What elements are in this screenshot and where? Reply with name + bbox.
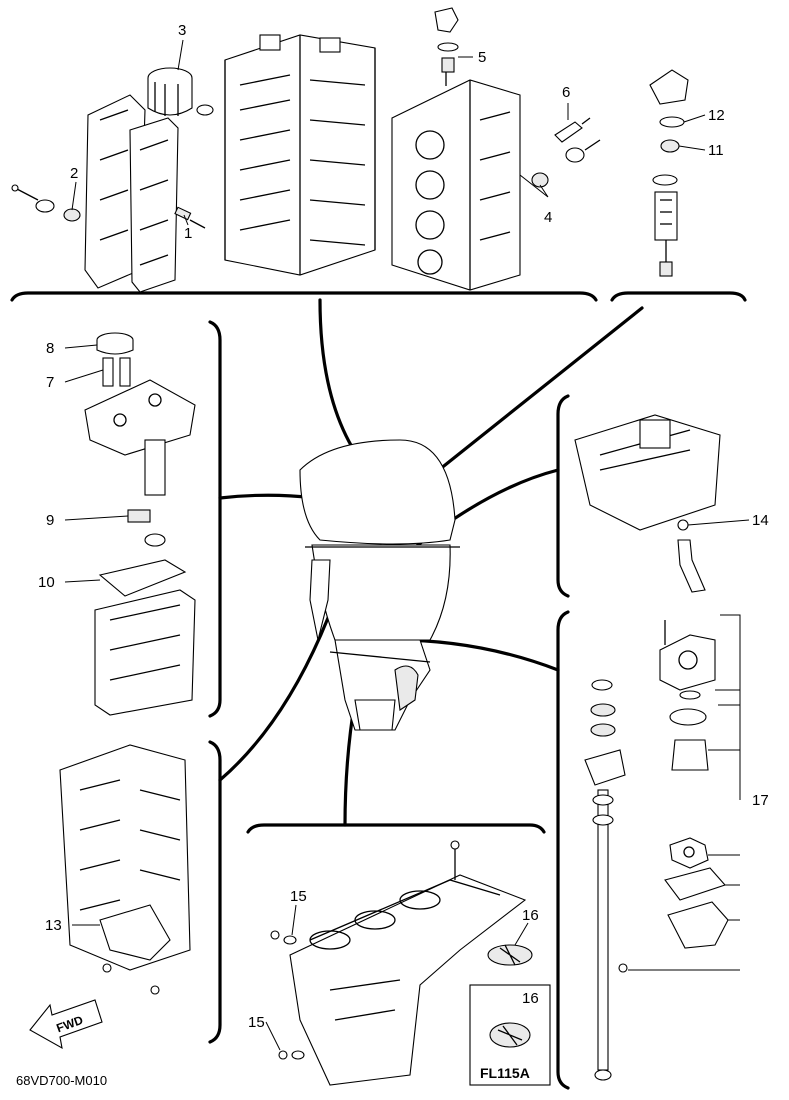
callout-8: 8 — [46, 340, 54, 357]
callout-15-lower: 15 — [248, 1014, 265, 1031]
water-pump-housing — [659, 620, 716, 691]
left-upper-bracket — [208, 320, 222, 718]
trim-anode-16 — [487, 944, 533, 966]
oil-filter — [147, 67, 214, 116]
callout-10: 10 — [38, 574, 55, 591]
right-lower-bracket — [556, 610, 570, 1090]
gasket-10 — [98, 559, 187, 597]
anode-1 — [174, 206, 206, 229]
impeller — [669, 837, 709, 869]
vapor-separator-top — [84, 379, 196, 496]
callout-9: 9 — [46, 512, 54, 529]
fuel-pump-filters — [102, 357, 131, 387]
callout-4: 4 — [544, 209, 552, 226]
callout-17: 17 — [752, 792, 769, 809]
plug-cap — [531, 139, 601, 188]
cylinder-head — [391, 79, 521, 291]
outboard-motor-silhouette — [299, 439, 460, 731]
top-left-bracket — [10, 291, 598, 302]
trim-tab-13 — [99, 904, 171, 995]
anode-2 — [11, 184, 81, 222]
vapor-separator-body — [94, 589, 196, 716]
callout-13: 13 — [45, 917, 62, 934]
oil-pan — [574, 414, 721, 593]
engine-block — [224, 34, 376, 276]
group-brackets — [10, 291, 747, 1090]
inset-label: FL115A — [480, 1065, 530, 1081]
bottom-center-bracket — [246, 823, 546, 834]
fuel-pump-filter-9 — [127, 509, 166, 547]
spark-plug — [554, 117, 591, 143]
drawing-code: 68VD700-M010 — [16, 1073, 107, 1088]
fwd-arrow — [29, 999, 103, 1050]
top-right-bracket — [610, 291, 747, 302]
fuel-pump-cap — [96, 332, 134, 355]
anode-15-lower — [278, 1050, 305, 1060]
thermostat-cover — [434, 7, 459, 86]
connector-left-lower — [218, 598, 337, 782]
callout-7: 7 — [46, 374, 54, 391]
callout-2: 2 — [70, 165, 78, 182]
callout-15-upper: 15 — [290, 888, 307, 905]
leader-lines — [64, 39, 750, 1051]
drive-shaft — [594, 789, 612, 1081]
callout-14: 14 — [752, 512, 769, 529]
exhaust-cover — [84, 94, 179, 293]
left-lower-bracket — [208, 740, 222, 1044]
callout-16-inset: 16 — [522, 990, 539, 1007]
callout-5: 5 — [478, 49, 486, 66]
bracket-assembly — [59, 744, 191, 971]
callout-11: 11 — [708, 142, 724, 159]
lower-casing — [289, 840, 527, 1086]
callout-6: 6 — [562, 84, 570, 101]
anode-15-upper — [270, 930, 297, 945]
callout-3: 3 — [178, 22, 186, 39]
callout-1: 1 — [184, 225, 192, 242]
callout-16-main: 16 — [522, 907, 539, 924]
right-upper-bracket — [556, 394, 570, 598]
fuel-filter-assembly — [649, 69, 689, 277]
water-pump-seals — [669, 690, 709, 771]
inset-box-fl115a — [469, 984, 551, 1086]
water-pump-plates — [618, 867, 729, 973]
drive-shaft-bearings — [584, 679, 626, 826]
callout-12: 12 — [708, 107, 725, 124]
callout-numbers: 3 2 1 5 6 4 12 11 8 7 9 10 14 17 13 15 1… — [38, 22, 769, 1031]
